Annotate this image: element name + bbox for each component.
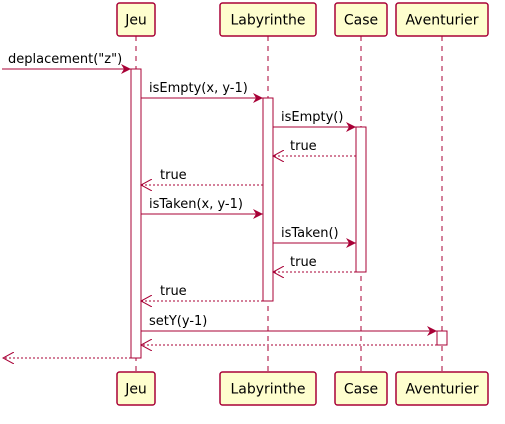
activation-case bbox=[355, 126, 367, 273]
participant-labyrinthe-bottom: Labyrinthe bbox=[219, 371, 317, 406]
participant-box bbox=[116, 371, 156, 406]
participant-box bbox=[395, 371, 489, 406]
participant-labyrinthe-top: Labyrinthe bbox=[219, 2, 317, 37]
call-label: isTaken() bbox=[281, 226, 339, 241]
message-8: true bbox=[273, 255, 356, 272]
call-label: isEmpty(x, y-1) bbox=[149, 81, 248, 96]
message-1: deplacement("z") bbox=[2, 52, 131, 74]
participant-case-top: Case bbox=[334, 2, 388, 37]
participant-jeu-bottom: Jeu bbox=[116, 371, 156, 406]
message-3: isEmpty() bbox=[273, 110, 356, 132]
message-6: isTaken(x, y-1) bbox=[141, 197, 263, 219]
return-label: true bbox=[290, 255, 317, 270]
participant-jeu-top: Jeu bbox=[116, 2, 156, 37]
call-label: isTaken(x, y-1) bbox=[149, 197, 243, 212]
participant-box bbox=[395, 2, 489, 37]
participant-label: Case bbox=[344, 382, 378, 398]
participant-label: Labyrinthe bbox=[230, 13, 305, 29]
call-label: isEmpty() bbox=[281, 110, 343, 125]
participant-label: Jeu bbox=[124, 13, 147, 29]
participant-box bbox=[334, 371, 388, 406]
message-5: true bbox=[141, 168, 263, 185]
participant-case-bottom: Case bbox=[334, 371, 388, 406]
participant-aventurier-top: Aventurier bbox=[395, 2, 489, 37]
call-label: deplacement("z") bbox=[8, 52, 122, 67]
messages-group: deplacement("z") isEmpty(x, y-1) isEmpty()… bbox=[2, 52, 437, 358]
call-label: setY(y-1) bbox=[149, 314, 207, 329]
message-10: setY(y-1) bbox=[141, 314, 437, 336]
participant-box bbox=[116, 2, 156, 37]
participant-box bbox=[219, 2, 317, 37]
return-label: true bbox=[160, 284, 187, 299]
activation-jeu bbox=[130, 68, 142, 359]
message-9: true bbox=[141, 284, 263, 301]
participant-label: Aventurier bbox=[406, 382, 479, 398]
activation-labyrinthe bbox=[262, 97, 274, 302]
participant-label: Labyrinthe bbox=[230, 382, 305, 398]
participant-box bbox=[334, 2, 388, 37]
participant-label: Jeu bbox=[124, 382, 147, 398]
participant-label: Case bbox=[344, 13, 378, 29]
participants-group: JeuJeuLabyrintheLabyrintheCaseCaseAventu… bbox=[116, 2, 489, 406]
message-2: isEmpty(x, y-1) bbox=[141, 81, 263, 103]
activation-aventurier bbox=[436, 330, 448, 346]
participant-aventurier-bottom: Aventurier bbox=[395, 371, 489, 406]
message-7: isTaken() bbox=[273, 226, 356, 248]
participant-label: Aventurier bbox=[406, 13, 479, 29]
message-4: true bbox=[273, 139, 356, 156]
participant-box bbox=[219, 371, 317, 406]
return-label: true bbox=[290, 139, 317, 154]
return-label: true bbox=[160, 168, 187, 183]
